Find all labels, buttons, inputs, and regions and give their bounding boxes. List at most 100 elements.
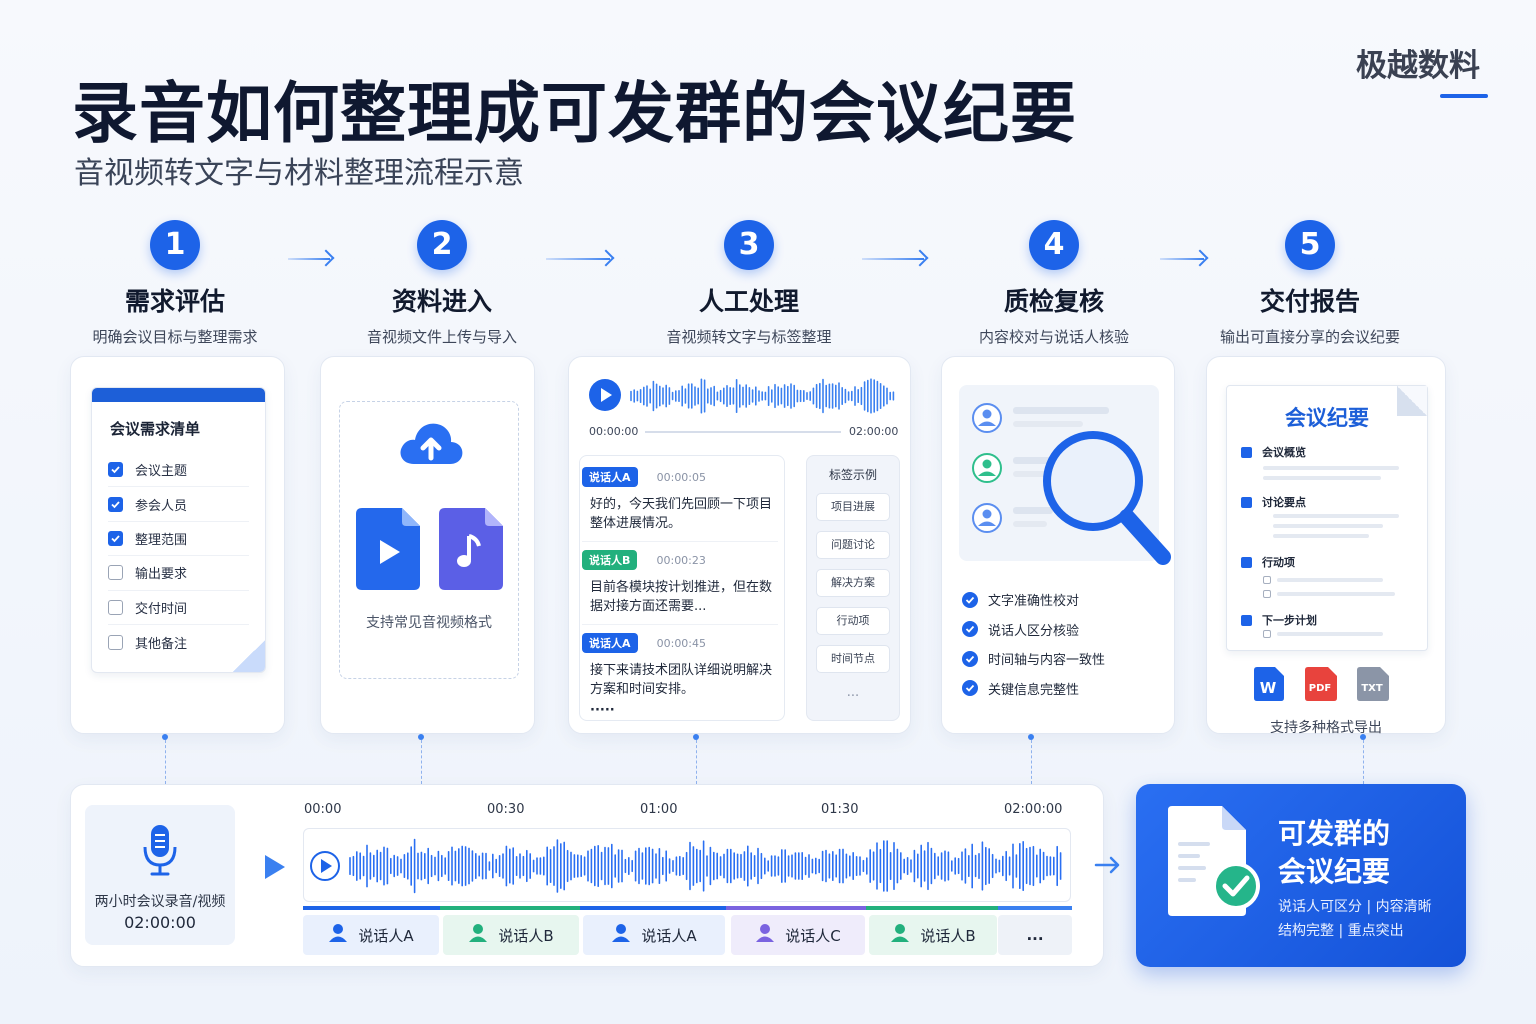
timeline-waveform[interactable] [303, 828, 1071, 902]
check-circle-icon [962, 650, 978, 667]
step-number: 4 [1029, 220, 1079, 270]
dialog-item: 说话人A 00:00:45 接下来请技术团队详细说明解决方案和时间安排。 ···… [582, 632, 778, 720]
doc-section: 下一步计划 [1241, 612, 1317, 628]
speaker-chip[interactable]: 说话人A [303, 915, 439, 955]
tag-chip[interactable]: 解决方案 [816, 569, 890, 597]
page-fold-icon [1397, 386, 1427, 416]
minutes-document: 会议纪要 会议概览 讨论要点 行动项 下一步计划 [1226, 385, 1428, 651]
source-recording: 两小时会议录音/视频 02:00:00 [85, 805, 235, 945]
speaker-segment-bar [440, 906, 580, 910]
word-file-icon[interactable]: W [1254, 667, 1284, 701]
step-description: 内容校对与说话人核验 [978, 328, 1129, 346]
check-circle-icon [962, 621, 978, 638]
timeline-tick: 00:30 [487, 802, 525, 817]
step-number: 3 [724, 220, 774, 270]
step-2: 2 资料进入 音视频文件上传与导入 [322, 220, 562, 347]
text-line [1273, 534, 1369, 538]
user-list-illustration [972, 403, 1109, 533]
arrow-right-icon [288, 258, 330, 260]
connector-dot [1360, 734, 1366, 740]
step-name: 需求评估 [124, 287, 225, 316]
doc-section: 行动项 [1241, 554, 1295, 570]
pdf-file-icon[interactable]: PDF [1305, 667, 1337, 701]
tag-chip[interactable]: 时间节点 [816, 645, 890, 673]
checkbox-checked-icon[interactable] [108, 496, 123, 512]
card-report: 会议纪要 会议概览 讨论要点 行动项 下一步计划 W PDF TXT 支持多种格… [1206, 356, 1446, 736]
tag-chip[interactable]: 行动项 [816, 607, 890, 635]
timeline-tick: 00:00 [304, 802, 342, 817]
microphone-icon [143, 825, 177, 876]
checklist-item-label: 输出要求 [135, 567, 188, 583]
txt-file-icon[interactable]: TXT [1357, 667, 1389, 701]
checkbox-icon [1263, 590, 1271, 598]
dialog-text: 接下来请技术团队详细说明解决方案和时间安排。 [590, 663, 773, 697]
speaker-label: 说话人A [358, 926, 414, 945]
play-button[interactable] [589, 379, 621, 411]
check-circle-icon [962, 591, 978, 608]
checklist-item-label: 交付时间 [135, 601, 188, 617]
play-button[interactable] [310, 851, 340, 881]
checkbox-icon[interactable] [108, 599, 123, 615]
checkbox-checked-icon[interactable] [108, 530, 123, 546]
section-bullet-icon [1241, 496, 1252, 508]
card-transcript: 00:00:00 02:00:00 说话人A 00:00:05 好的，今天我们先… [568, 356, 911, 734]
checklist-item[interactable]: 整理范围 [108, 522, 249, 557]
qc-item-label: 说话人区分核验 [988, 623, 1080, 639]
speaker-chip[interactable]: 说话人B [869, 915, 997, 955]
qc-item-label: 文字准确性校对 [988, 594, 1080, 610]
step-name: 质检复核 [1003, 287, 1104, 316]
speaker-tag: 说话人A [582, 633, 638, 653]
tag-chip[interactable]: 项目进展 [816, 493, 890, 521]
dialog-text: 好的，今天我们先回顾一下项目整体进展情况。 [590, 497, 773, 531]
text-line [1273, 524, 1383, 528]
upload-caption: 支持常见音视频格式 [366, 615, 492, 631]
dialog-item: 说话人A 00:00:05 好的，今天我们先回顾一下项目整体进展情况。 [582, 466, 778, 542]
checklist-item[interactable]: 交付时间 [108, 591, 249, 625]
checklist-item[interactable]: 参会人员 [108, 487, 249, 522]
connector-dot [693, 734, 699, 740]
step-description: 输出可直接分享的会议纪要 [1219, 328, 1400, 346]
tag-chip[interactable]: 问题讨论 [816, 531, 890, 559]
section-bullet-icon [1241, 446, 1252, 458]
speaker-chip[interactable]: 说话人C [731, 915, 865, 955]
checkbox-checked-icon [1241, 556, 1252, 568]
speaker-chip[interactable]: 说话人B [443, 915, 579, 955]
dialog-text: 目前各模块按计划推进，但在数据对接方面还需要... [590, 580, 773, 614]
checkbox-icon[interactable] [108, 634, 123, 650]
format-label: PDF [1309, 683, 1331, 694]
checklist-item[interactable]: 会议主题 [108, 453, 249, 488]
qc-item: 关键信息完整性 [962, 674, 1105, 704]
card-quality-check: 文字准确性校对 说话人区分核验 时间轴与内容一致性 关键信息完整性 [941, 356, 1175, 734]
speaker-segment-bar [998, 906, 1072, 910]
speaker-chip[interactable]: 说话人A [583, 915, 725, 955]
checklist-item[interactable]: 输出要求 [108, 556, 249, 591]
qc-item: 说话人区分核验 [962, 615, 1105, 645]
result-title-line2: 会议纪要 [1278, 855, 1391, 888]
upload-dropzone[interactable]: 支持常见音视频格式 [339, 401, 519, 679]
qc-item: 文字准确性校对 [962, 585, 1105, 615]
user-icon [755, 923, 775, 947]
connector-dot [1028, 734, 1034, 740]
dialog-time: 00:00:05 [656, 471, 707, 484]
format-label: TXT [1361, 683, 1383, 694]
progress-track[interactable] [645, 431, 841, 433]
connector-dot [418, 734, 424, 740]
checklist-item[interactable]: 其他备注 [108, 625, 249, 659]
card-requirements: 会议需求清单 会议主题参会人员整理范围输出要求交付时间其他备注 [70, 356, 285, 734]
dialog-time: 00:00:23 [656, 554, 706, 567]
connector-line [421, 740, 422, 784]
step-3: 3 人工处理 音视频转文字与标签整理 [629, 220, 869, 347]
speaker-chip[interactable]: ... [998, 915, 1072, 955]
checklist-item-label: 其他备注 [135, 636, 188, 652]
page-title: 录音如何整理成可发群的会议纪要 [72, 75, 1077, 152]
checkbox-icon[interactable] [108, 565, 123, 581]
start-time: 00:00:00 [589, 425, 639, 438]
tags-panel: 标签示例 项目进展 问题讨论 解决方案 行动项 时间节点 ... [806, 455, 900, 721]
document-check-icon [1168, 806, 1260, 916]
speaker-segment-bar [303, 906, 440, 910]
divider [582, 624, 778, 625]
arrow-play-icon [265, 855, 285, 879]
step-description: 音视频文件上传与导入 [366, 328, 517, 346]
checkbox-checked-icon[interactable] [108, 462, 123, 478]
checklist-item-label: 会议主题 [135, 464, 188, 480]
